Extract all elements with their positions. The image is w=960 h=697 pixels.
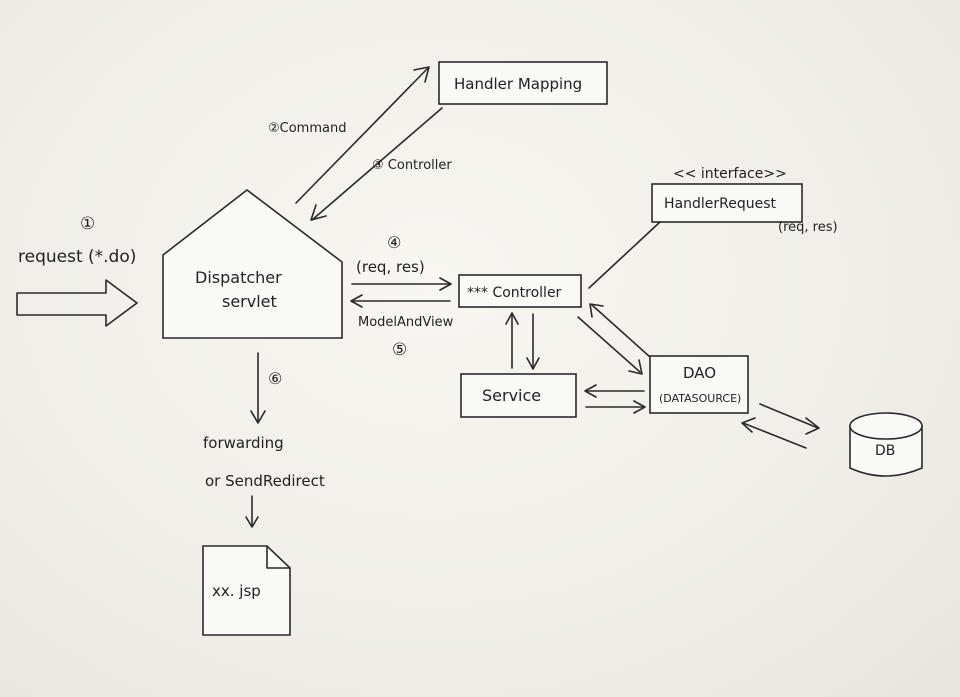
db-to-dao-arrow	[742, 422, 807, 449]
step5-label: ⑤	[392, 340, 407, 360]
controller-return-arrow	[311, 107, 443, 221]
step6-label: ⑥	[268, 369, 282, 388]
handler-request-box	[651, 183, 803, 223]
command-arrow	[295, 67, 429, 204]
forwarding-label: forwarding	[203, 434, 284, 452]
step2-command-label: ②Command	[268, 121, 346, 136]
dao-to-db-arrowhead	[805, 417, 820, 435]
controller-interface-link	[588, 221, 661, 289]
jsp-label: xx. jsp	[212, 582, 261, 600]
dao-to-controller-arrow	[591, 304, 651, 358]
step3-controller-label: ③ Controller	[372, 158, 452, 173]
dispatcher-label-line1: Dispatcher	[195, 268, 282, 287]
handler-mapping-box	[438, 61, 608, 105]
db-cylinder	[849, 426, 923, 477]
dispatcher-servlet-shape	[162, 188, 343, 339]
req-res-label: (req, res)	[356, 258, 425, 276]
controller-box	[458, 274, 582, 308]
db-to-dao-arrowhead	[741, 417, 756, 433]
step1-label: ①	[80, 214, 95, 234]
service-box	[460, 373, 577, 418]
controller-return-arrowhead	[310, 204, 327, 221]
handler-request-params: (req, res)	[778, 220, 838, 235]
handler-request-label: HandlerRequest	[664, 196, 777, 212]
service-to-dao-arrowhead	[633, 400, 646, 414]
to-jsp-arrowhead	[245, 516, 259, 528]
dao-to-service-arrowhead	[584, 384, 597, 398]
interface-stereotype-label: << interface>>	[673, 166, 787, 182]
controller-to-service-arrowhead	[526, 357, 540, 370]
dao-to-controller-arrowhead	[589, 303, 604, 318]
db-label: DB	[875, 443, 895, 459]
dao-to-db-arrow	[759, 403, 819, 429]
service-to-controller-arrowhead	[505, 312, 519, 325]
jsp-page-fold	[266, 545, 291, 569]
datasource-label: (DATASOURCE)	[659, 392, 741, 405]
dao-box	[649, 355, 749, 414]
request-arrow	[16, 279, 138, 327]
dao-label: DAO	[683, 364, 716, 382]
step4-label: ④	[387, 233, 401, 252]
controller-to-dao-arrow	[577, 316, 641, 373]
dispatcher-label-line2: servlet	[222, 292, 277, 311]
controller-to-dao-arrowhead	[628, 359, 643, 375]
model-and-view-label: ModelAndView	[358, 315, 454, 330]
service-label: Service	[482, 386, 541, 405]
model-and-view-arrowhead	[350, 294, 363, 308]
controller-label: *** Controller	[467, 285, 562, 301]
forwarding-arrowhead	[250, 410, 266, 424]
db-cylinder-top	[849, 412, 923, 440]
send-redirect-label: or SendRedirect	[205, 472, 325, 490]
handler-mapping-label: Handler Mapping	[454, 75, 582, 93]
request-label: request (*.do)	[18, 247, 136, 267]
req-res-arrowhead	[439, 277, 452, 291]
command-arrowhead	[413, 66, 430, 83]
